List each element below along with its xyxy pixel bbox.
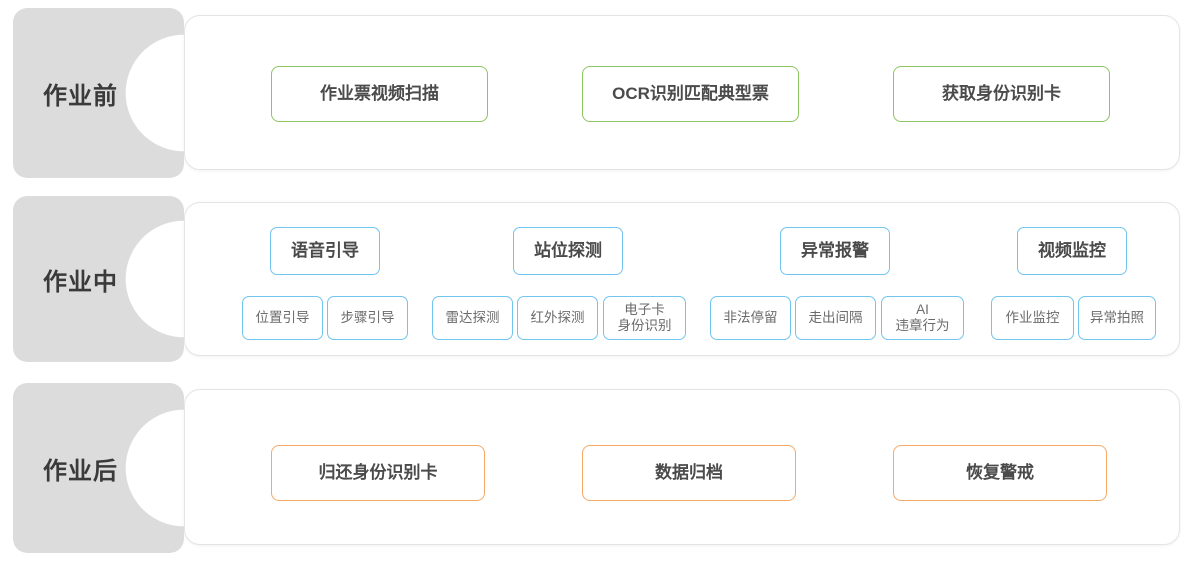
- subnode-during-6[interactable]: 走出间隔: [795, 296, 876, 340]
- node-during-3[interactable]: 视频监控: [1017, 227, 1127, 275]
- stage-panel-before: 作业票视频扫描 OCR识别匹配典型票 获取身份识别卡: [184, 15, 1180, 170]
- subnode-during-5[interactable]: 非法停留: [710, 296, 791, 340]
- stage-panel-after: 归还身份识别卡 数据归档 恢复警戒: [184, 389, 1180, 545]
- subnode-line: AI: [916, 302, 929, 318]
- subnode-line: 步骤引导: [340, 310, 395, 326]
- node-after-1[interactable]: 数据归档: [582, 445, 796, 501]
- node-before-0[interactable]: 作业票视频扫描: [271, 66, 488, 122]
- node-during-1[interactable]: 站位探测: [513, 227, 623, 275]
- node-after-0[interactable]: 归还身份识别卡: [271, 445, 485, 501]
- subnode-during-4[interactable]: 电子卡身份识别: [603, 296, 686, 340]
- stage-label-during: 作业中: [43, 268, 118, 296]
- subnode-line: 非法停留: [723, 310, 778, 326]
- stage-label-plate-after: 作业后: [13, 383, 184, 553]
- stage-label-plate-before: 作业前: [13, 8, 184, 178]
- subnode-line: 违章行为: [895, 318, 950, 333]
- subnode-line: 位置引导: [255, 310, 310, 326]
- stage-label-after: 作业后: [43, 457, 118, 485]
- subnode-line: 身份识别: [617, 318, 672, 333]
- subnode-during-9[interactable]: 异常拍照: [1078, 296, 1156, 340]
- stage-row-before: 作业票视频扫描 OCR识别匹配典型票 获取身份识别卡 作业前: [0, 8, 1200, 178]
- node-during-0[interactable]: 语音引导: [270, 227, 380, 275]
- node-after-2[interactable]: 恢复警戒: [893, 445, 1107, 501]
- stage-label-before: 作业前: [43, 82, 118, 110]
- stage-label-plate-during: 作业中: [13, 196, 184, 362]
- subnode-during-2[interactable]: 雷达探测: [432, 296, 513, 340]
- subnode-during-3[interactable]: 红外探测: [517, 296, 598, 340]
- node-before-2[interactable]: 获取身份识别卡: [893, 66, 1110, 122]
- subnode-line: 电子卡: [624, 302, 665, 318]
- stage-row-after: 归还身份识别卡 数据归档 恢复警戒 作业后: [0, 383, 1200, 553]
- subnode-during-0[interactable]: 位置引导: [242, 296, 323, 340]
- subnode-during-1[interactable]: 步骤引导: [327, 296, 408, 340]
- subnode-line: 走出间隔: [808, 310, 863, 326]
- node-before-1[interactable]: OCR识别匹配典型票: [582, 66, 799, 122]
- subnode-line: 红外探测: [530, 310, 585, 326]
- stage-panel-during: 语音引导 站位探测 异常报警 视频监控位置引导 步骤引导 雷达探测 红外探测 电子卡身份识别 非…: [184, 202, 1180, 356]
- node-during-2[interactable]: 异常报警: [780, 227, 890, 275]
- subnode-line: 雷达探测: [445, 310, 500, 326]
- stage-row-during: 语音引导 站位探测 异常报警 视频监控位置引导 步骤引导 雷达探测 红外探测 电子卡身份识别 非…: [0, 196, 1200, 362]
- subnode-line: 作业监控: [1005, 310, 1060, 326]
- subnode-line: 异常拍照: [1090, 310, 1144, 326]
- subnode-during-8[interactable]: 作业监控: [991, 296, 1074, 340]
